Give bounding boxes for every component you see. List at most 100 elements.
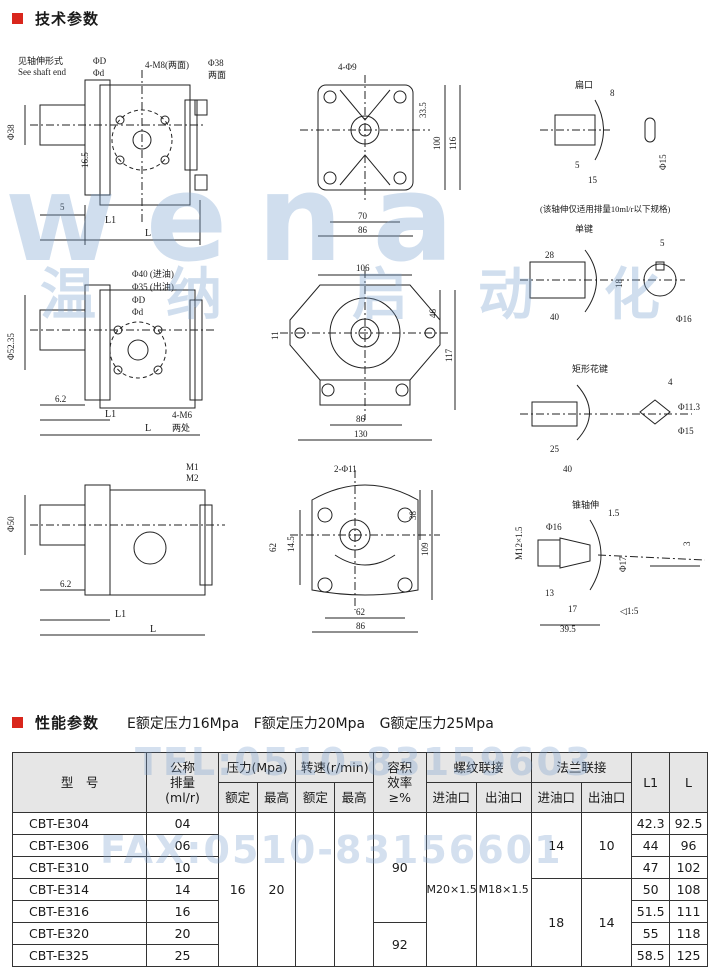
label-4-m6: 4-M6 xyxy=(172,410,192,420)
header-thread: 螺纹联接 xyxy=(425,752,532,783)
technical-drawing: 见轴伸形式 See shaft end ΦD Φd 4-M8(两面) Φ38 两… xyxy=(6,55,706,636)
cell-displacement: 25 xyxy=(146,944,219,967)
dim-phi16-taper: Φ16 xyxy=(546,522,562,532)
cell-pressure-max: 20 xyxy=(256,812,297,967)
header-L: L xyxy=(669,752,708,813)
dim-phi17: Φ17 xyxy=(618,556,628,572)
dim-25: 25 xyxy=(550,444,560,454)
pump-side-view-1: 见轴伸形式 See shaft end ΦD Φd 4-M8(两面) Φ38 两… xyxy=(6,55,226,245)
dim-16-5: 16.5 xyxy=(80,152,90,168)
shaft-note-en: See shaft end xyxy=(18,67,66,77)
dim-14-5: 14.5 xyxy=(286,536,296,552)
dim-3: 3 xyxy=(682,541,692,546)
cell-displacement: 16 xyxy=(146,900,219,923)
dim-phi38: Φ38 xyxy=(6,124,16,140)
dim-38: 38 xyxy=(408,511,418,521)
label-phi38: Φ38 xyxy=(208,58,224,68)
cell-model: CBT-E325 xyxy=(11,944,148,967)
taper-title: 锥轴伸 xyxy=(572,499,599,510)
rating-f: F额定压力20Mpa xyxy=(253,715,366,732)
cell-L: 118 xyxy=(669,922,708,945)
cell-L: 102 xyxy=(669,856,708,879)
cell-pressure-rated: 16 xyxy=(217,812,258,967)
label-phi35: Φ35 (出油) xyxy=(132,281,174,292)
dim-40: 40 xyxy=(550,312,560,322)
label-phid-3: Φd xyxy=(132,307,144,317)
dim-33-5: 33.5 xyxy=(418,102,428,118)
dim-117: 117 xyxy=(444,348,454,362)
taper-shaft: 锥轴伸 M12×1.5 Φ16 Φ17 13 17 39.5 1.5 3 ◁1:… xyxy=(514,499,706,634)
cell-L1: 44 xyxy=(631,834,671,857)
label-phiD: ΦD xyxy=(93,56,107,66)
section-title: 技术参数 xyxy=(35,10,100,28)
label-m8: 4-M8(两面) xyxy=(145,60,189,70)
dim-L1-3: L1 xyxy=(105,409,116,420)
table-row: CBT-E304 04 16 20 90 M20×1.5 M18×1.5 14 … xyxy=(11,812,708,967)
rating-e: E额定压力16Mpa xyxy=(127,715,240,732)
dim-phi50: Φ50 xyxy=(6,516,16,532)
dim-17: 17 xyxy=(568,604,578,614)
single-key-title: 单键 xyxy=(575,223,593,234)
flat-key-title: 扁口 xyxy=(575,79,593,90)
header-flange-outlet: 出油口 xyxy=(580,782,633,813)
header-speed-rated: 额定 xyxy=(295,782,336,813)
dim-86-4: 86 xyxy=(356,414,366,424)
header-thread-outlet: 出油口 xyxy=(475,782,532,813)
header-flange-inlet: 进油口 xyxy=(530,782,582,813)
pump-front-view-6: 2-Φ11 38 62 14.5 109 62 86 xyxy=(268,464,440,633)
dim-5: 5 xyxy=(60,202,65,212)
cell-L: 92.5 xyxy=(669,812,708,835)
cell-flange-outlet-a: 10 xyxy=(580,812,633,879)
cell-model: CBT-E304 xyxy=(11,812,148,835)
dim-62-v: 62 xyxy=(268,543,278,552)
cell-L: 108 xyxy=(669,878,708,901)
header-model: 型 号 xyxy=(11,752,148,813)
dim-L-5: L xyxy=(150,624,156,635)
dim-6-2-5: 6.2 xyxy=(60,579,71,589)
single-key-shaft: 单键 28 5 18 40 Φ16 xyxy=(520,223,692,324)
performance-table: 型 号 公称 排量 (ml/r) 压力(Mpa) 转速(r/min) 容积 效率… xyxy=(11,752,708,967)
cell-efficiency-a: 90 xyxy=(373,812,427,923)
dim-6-2: 6.2 xyxy=(55,394,66,404)
cell-efficiency-b: 92 xyxy=(373,922,427,967)
cell-thread-outlet: M18×1.5 xyxy=(475,812,532,967)
taper-ratio: ◁1:5 xyxy=(620,606,639,616)
header-pressure: 压力(Mpa) xyxy=(217,752,297,783)
dim-46: 46 xyxy=(428,309,438,319)
cell-L: 111 xyxy=(669,900,708,923)
dim-86: 86 xyxy=(358,225,368,235)
label-2-phi11: 2-Φ11 xyxy=(334,464,357,474)
dim-116: 116 xyxy=(448,136,458,150)
dim-5-key: 5 xyxy=(575,160,580,170)
cell-flange-inlet-b: 18 xyxy=(530,878,582,967)
cell-L1: 47 xyxy=(631,856,671,879)
label-phi40: Φ40 (进油) xyxy=(132,268,174,279)
dim-18: 18 xyxy=(614,279,624,289)
cell-model: CBT-E320 xyxy=(11,922,148,945)
cell-L1: 58.5 xyxy=(631,944,671,967)
cell-flange-inlet-a: 14 xyxy=(530,812,582,879)
header-speed-max: 最高 xyxy=(334,782,375,813)
section-performance-params: 性能参数 E额定压力16Mpa F额定压力20Mpa G额定压力25Mpa xyxy=(12,712,494,733)
dim-L: L xyxy=(145,228,151,239)
pressure-ratings: E额定压力16Mpa F额定压力20Mpa G额定压力25Mpa xyxy=(127,713,494,733)
dim-28: 28 xyxy=(545,250,555,260)
red-square-icon xyxy=(12,717,23,728)
label-m1: M1 xyxy=(186,462,199,472)
dim-L-3: L xyxy=(145,423,151,434)
dim-62-h: 62 xyxy=(356,607,365,617)
section-technical-params: 技术参数 xyxy=(12,8,99,29)
cell-L1: 55 xyxy=(631,922,671,945)
cell-model: CBT-E306 xyxy=(11,834,148,857)
cell-displacement: 14 xyxy=(146,878,219,901)
pump-side-view-3: Φ40 (进油) Φ35 (出油) ΦD Φd Φ52.35 6.2 4-M6 … xyxy=(6,268,215,436)
dim-phi52: Φ52.35 xyxy=(6,333,16,360)
table-row: CBT-E325 25 58.5 125 xyxy=(11,944,708,967)
label-m2: M2 xyxy=(186,473,199,483)
dim-86-6: 86 xyxy=(356,621,366,631)
dim-11: 11 xyxy=(270,331,280,340)
table-row: CBT-E320 20 92 55 118 xyxy=(11,922,708,967)
dim-40-spline: 40 xyxy=(563,464,573,474)
dim-70: 70 xyxy=(358,211,368,221)
section-title: 性能参数 xyxy=(35,714,100,732)
